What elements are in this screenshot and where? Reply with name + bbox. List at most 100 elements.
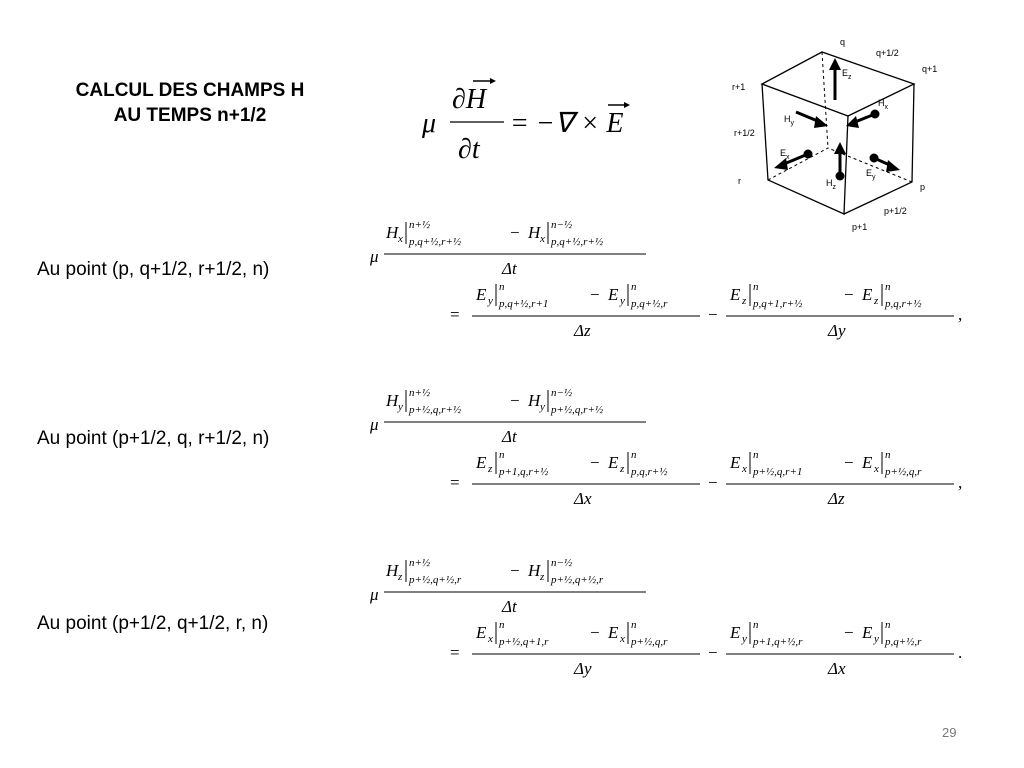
main-eq-rhs: = −∇ × E [510,108,624,139]
field-label-ey: Ey [866,168,876,181]
eq-h-old-letter: H [527,561,542,580]
eq-minus-3: − [708,305,718,324]
eq-d1: Δx [573,489,592,508]
main-eq-mu: μ [421,108,436,139]
point-label-3: Au point (p+1/2, q+1/2, r, n) [37,613,269,634]
eq-e1-b-time: n [631,449,637,461]
eq-dt: Δt [501,597,518,616]
eq-e1-b-index: p,q,r+½ [630,466,667,478]
yee-cell-diagram: q q+1/2 q+1 r+1 r+1/2 r p p+1/2 p+1 Ez H… [732,37,937,232]
eq-e1-a-component: x [487,633,493,645]
eq-e2-a-time: n [753,449,759,461]
eq-h-new-time: n+½ [409,387,430,399]
point-label-1: Au point (p, q+1/2, r+1/2, n) [37,259,270,280]
eq-h-old-index: p,q+½,r+½ [550,236,603,248]
eq-e1-b-component: x [619,633,625,645]
cube-label-r: r [738,176,741,186]
eq-h-old-letter: H [527,223,542,242]
eq-e1-b-letter: E [607,623,619,642]
point-label-2: Au point (p+1/2, q, r+1/2, n) [37,428,270,449]
eq-e1-a-index: p,q+½,r+1 [498,298,548,310]
eq-h-new-letter: H [385,561,400,580]
eq-e1-a-letter: E [475,453,487,472]
main-equation: μ ∂H ∂t = −∇ × E [421,78,630,165]
eq-e2-a-time: n [753,619,759,631]
eq-e2-b-letter: E [861,623,873,642]
cube-label-p-half: p+1/2 [884,206,907,216]
eq-equals: = [450,305,460,324]
eq-mu: μ [369,415,379,434]
eq-minus-2: − [590,453,600,472]
eq-minus-4: − [844,285,854,304]
eq-e2-b-index: p+½,q,r [884,466,922,478]
eq-e1-a-index: p+½,q+1,r [498,636,549,648]
eq-h-new-letter: H [385,391,400,410]
cube-label-p: p [920,182,925,192]
main-eq-denominator: ∂t [458,134,481,165]
main-eq-numerator: ∂H [452,84,488,115]
eq-h-old-time: n−½ [551,387,572,399]
eq-h-old-index: p+½,q,r+½ [550,404,603,416]
eq-e2-b-index: p,q,r+½ [884,298,921,310]
eq-e2-b-component: x [873,463,879,475]
eq-e1-a-time: n [499,449,505,461]
eq-minus-1: − [510,223,520,242]
eq-d2: Δx [827,659,846,678]
eq-h-new-time: n+½ [409,557,430,569]
eq-h-new-component: x [397,233,403,245]
eq-minus-2: − [590,623,600,642]
eq-minus-1: − [510,391,520,410]
eq-e1-b-letter: E [607,453,619,472]
eq-h-old-component: x [539,233,545,245]
eq-e1-a-letter: E [475,285,487,304]
eq-e2-b-letter: E [861,285,873,304]
title-line-1: CALCUL DES CHAMPS H [75,80,305,101]
eq-mu: μ [369,585,379,604]
eq-e1-b-time: n [631,281,637,293]
eq-minus-4: − [844,453,854,472]
eq-h-old-index: p+½,q+½,r [550,574,604,586]
field-label-hx: Hx [878,98,889,111]
eq-h-new-index: p,q+½,r+½ [408,236,461,248]
eq-e2-a-index: p,q+1,r+½ [752,298,802,310]
field-label-hz: Hz [826,178,837,191]
eq-e2-b-component: y [873,633,879,645]
eq-e1-b-time: n [631,619,637,631]
eq-e1-b-index: p+½,q,r [630,636,668,648]
field-label-hy: Hy [784,114,795,127]
eq-e1-b-component: y [619,295,625,307]
eq-e2-a-letter: E [729,453,741,472]
eq-e1-a-time: n [499,619,505,631]
eq-h-old-time: n−½ [551,557,572,569]
eq-dt: Δt [501,427,518,446]
eq-e1-a-letter: E [475,623,487,642]
eq-h-new-letter: H [385,223,400,242]
eq-minus-3: − [708,473,718,492]
eq-e1-b-letter: E [607,285,619,304]
eq-e2-b-component: z [873,295,879,307]
eq-minus-2: − [590,285,600,304]
eq-end-punct: , [958,473,962,492]
eq-e1-a-component: z [487,463,493,475]
eq-e2-a-letter: E [729,285,741,304]
eq-h-new-time: n+½ [409,219,430,231]
eq-end-punct: , [958,305,962,324]
eq-h-new-index: p+½,q+½,r [408,574,462,586]
eq-e2-a-component: x [741,463,747,475]
cube-label-q: q [840,37,845,47]
field-label-ez: Ez [842,68,852,81]
cube-label-r-half: r+1/2 [734,128,755,138]
page-number: 29 [942,725,957,740]
eq-d1: Δy [573,659,592,678]
cube-label-r1: r+1 [732,82,745,92]
eq-h-new-component: y [397,401,403,413]
eq-e1-b-index: p,q+½,r [630,298,668,310]
eq-end-punct: . [958,643,962,662]
eq-h-new-component: z [397,571,403,583]
eq-e1-a-time: n [499,281,505,293]
eq-d2: Δz [827,489,845,508]
eq-e2-a-letter: E [729,623,741,642]
cube-label-q-half: q+1/2 [876,48,899,58]
